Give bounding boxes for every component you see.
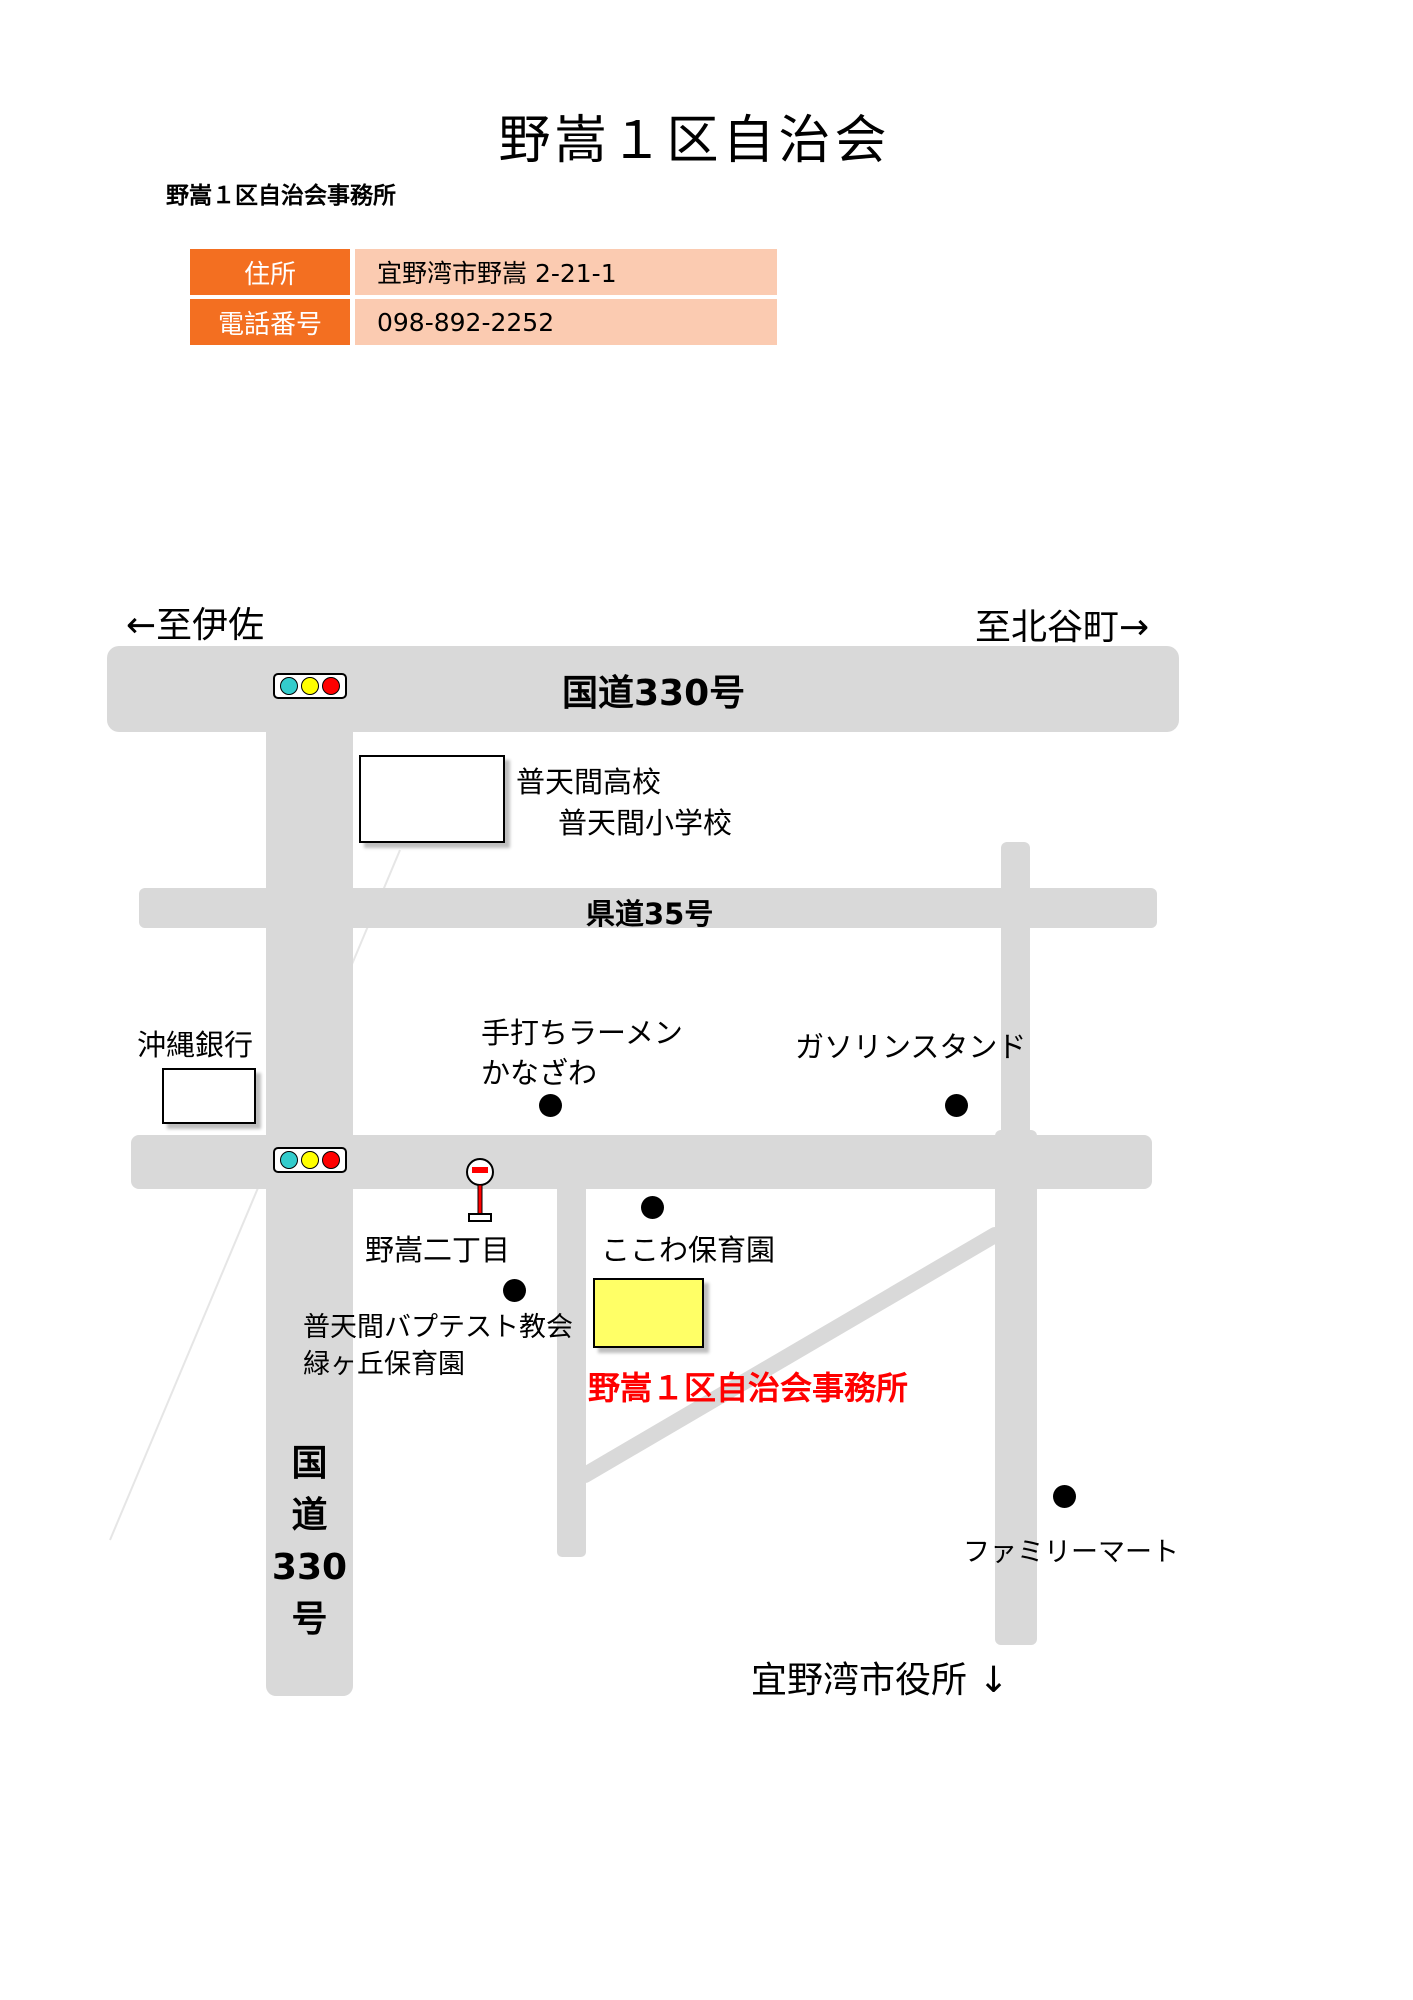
ramen-label-line2: かなざわ (481, 1056, 598, 1090)
bank-label: 沖縄銀行 (137, 1028, 254, 1062)
ramen-shop-marker (539, 1094, 562, 1117)
route330-vertical (266, 700, 353, 1696)
nursery-label: ここわ保育園 (601, 1233, 776, 1267)
church-label-line2: 緑ヶ丘保育園 (303, 1349, 465, 1380)
phone-label: 電話番号 (190, 299, 350, 345)
high-school-label: 普天間高校 (516, 765, 662, 799)
direction-right: 至北谷町→ (975, 607, 1150, 648)
phone-value: 098-892-2252 (355, 299, 777, 345)
ramen-label-line1: 手打ちラーメン (481, 1016, 683, 1050)
route330-v-char: 道 (291, 1495, 328, 1536)
address-value: 宜野湾市野嵩 2-21-1 (355, 249, 777, 295)
office-building (593, 1278, 704, 1348)
direction-left: ←至伊佐 (126, 605, 265, 646)
elem-school-label: 普天間小学校 (558, 806, 733, 840)
office-side-road (557, 1180, 586, 1557)
bus-stop-icon (466, 1158, 494, 1222)
nursery-marker (641, 1196, 664, 1219)
city-hall-label: 宜野湾市役所 ↓ (751, 1660, 1009, 1701)
right-road-upper (1001, 842, 1030, 1142)
traffic-signal-icon (273, 673, 347, 699)
route330-v-char: 330 (271, 1547, 348, 1588)
route330-v-char: 国 (291, 1443, 328, 1484)
traffic-signal-icon (273, 1147, 347, 1173)
gas-station-label: ガソリンスタンド (795, 1030, 1027, 1064)
church-marker (503, 1279, 526, 1302)
diagonal-road (577, 1227, 1003, 1483)
info-table: 住所 宜野湾市野嵩 2-21-1 電話番号 098-892-2252 (190, 249, 777, 349)
pref-road-label: 県道35号 (586, 897, 714, 931)
school-building (359, 755, 505, 843)
office-label: 野嵩１区自治会事務所 (588, 1369, 909, 1407)
office-subtitle: 野嵩１区自治会事務所 (166, 183, 396, 209)
address-label: 住所 (190, 249, 350, 295)
pref-road-35 (139, 888, 1157, 928)
right-road-lower (995, 1130, 1037, 1645)
gas-station-marker (945, 1094, 968, 1117)
page-title: 野嵩１区自治会 (498, 111, 891, 171)
route330-label: 国道330号 (562, 673, 746, 714)
info-row-phone: 電話番号 098-892-2252 (190, 299, 777, 345)
route330-vertical-label: 国 道 330 号 (266, 1438, 353, 1646)
route330-v-char: 号 (291, 1599, 328, 1640)
info-row-address: 住所 宜野湾市野嵩 2-21-1 (190, 249, 777, 295)
family-mart-marker (1053, 1485, 1076, 1508)
bank-building (162, 1068, 256, 1124)
church-label-line1: 普天間バプテスト教会 (303, 1312, 573, 1343)
family-mart-label: ファミリーマート (963, 1537, 1179, 1568)
bus-stop-label: 野嵩二丁目 (365, 1233, 511, 1267)
